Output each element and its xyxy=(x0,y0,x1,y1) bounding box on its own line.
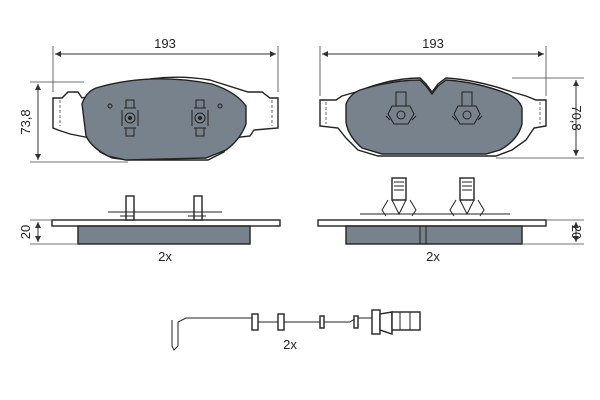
right-side-clip-1 xyxy=(381,177,417,217)
left-thickness-label: 20 xyxy=(18,225,33,239)
right-pad-clip-2 xyxy=(451,91,483,125)
left-quantity-label: 2x xyxy=(158,249,172,264)
sensor-clip-1 xyxy=(251,313,259,331)
sensor-grommet xyxy=(371,309,381,335)
right-pad-side-view xyxy=(317,177,547,245)
right-width-dimension: 193 xyxy=(319,36,547,96)
right-quantity-label: 2x xyxy=(426,249,440,264)
left-friction-pad xyxy=(81,78,247,161)
right-side-friction xyxy=(345,225,523,245)
right-height-label: 70,8 xyxy=(569,105,584,130)
left-pad-side-view xyxy=(51,195,281,245)
right-thickness-dimension: 20 xyxy=(522,219,584,245)
right-side-clip-2 xyxy=(449,177,485,217)
left-side-pin-2 xyxy=(193,195,203,221)
left-height-dimension: 73,8 xyxy=(18,81,128,163)
wear-sensor xyxy=(171,309,421,351)
right-side-plate xyxy=(317,219,547,227)
left-pad-top-view xyxy=(52,76,279,161)
left-width-label: 193 xyxy=(154,36,176,51)
left-width-dimension: 193 xyxy=(52,36,279,92)
left-side-pin-1 xyxy=(125,195,135,221)
right-friction-pad xyxy=(345,79,523,155)
left-pad-clip-2 xyxy=(191,99,209,137)
sensor-clip-3 xyxy=(319,315,325,329)
right-pad-top-view xyxy=(319,77,547,157)
sensor-clip-2 xyxy=(277,313,285,331)
left-height-label: 73,8 xyxy=(18,109,33,134)
right-thickness-label: 20 xyxy=(569,225,584,239)
left-side-plate xyxy=(51,219,281,227)
left-thickness-dimension: 20 xyxy=(18,219,78,245)
left-pad-clip-1 xyxy=(121,99,139,137)
left-side-friction xyxy=(77,225,251,245)
sensor-clip-4 xyxy=(353,315,359,329)
sensor-connector xyxy=(391,311,421,331)
sensor-quantity-label: 2x xyxy=(283,337,297,352)
right-height-dimension: 70,8 xyxy=(496,77,584,159)
right-pad-clip-1 xyxy=(385,91,417,125)
right-width-label: 193 xyxy=(422,36,444,51)
